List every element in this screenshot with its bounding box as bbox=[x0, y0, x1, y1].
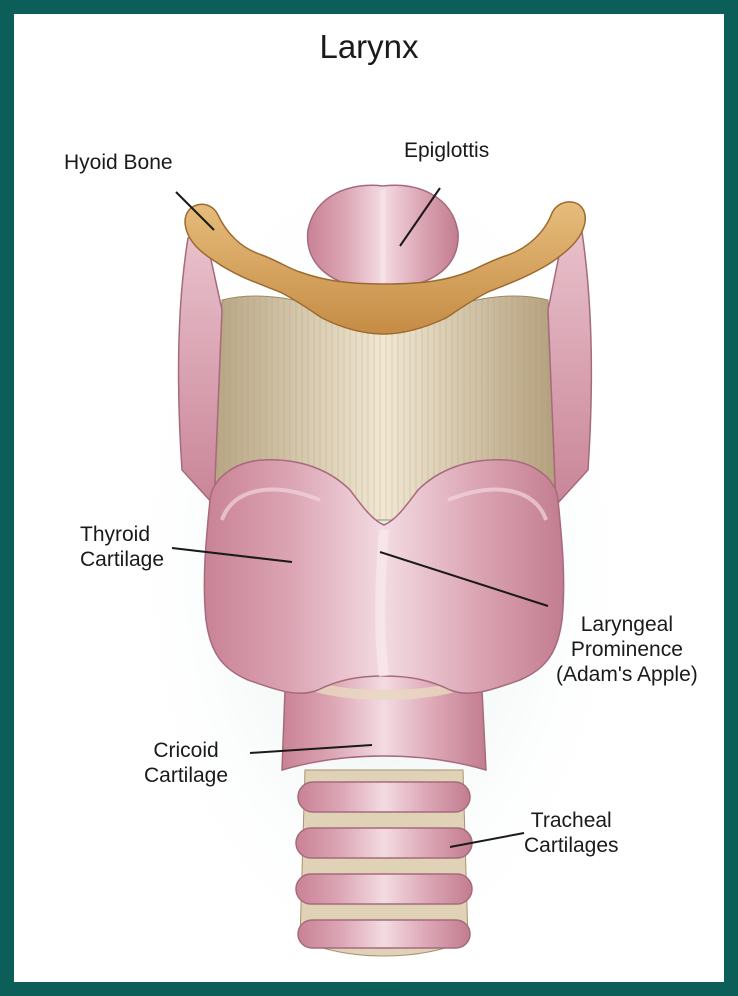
label-hyoid-bone: Hyoid Bone bbox=[64, 150, 173, 175]
label-laryngeal-prominence: Laryngeal Prominence (Adam's Apple) bbox=[556, 612, 698, 687]
label-epiglottis: Epiglottis bbox=[404, 138, 489, 163]
diagram-title: Larynx bbox=[0, 28, 738, 66]
label-tracheal-cartilages: Tracheal Cartilages bbox=[524, 808, 619, 858]
label-cricoid-cartilage: Cricoid Cartilage bbox=[144, 738, 228, 788]
label-thyroid-cartilage: Thyroid Cartilage bbox=[80, 522, 164, 572]
